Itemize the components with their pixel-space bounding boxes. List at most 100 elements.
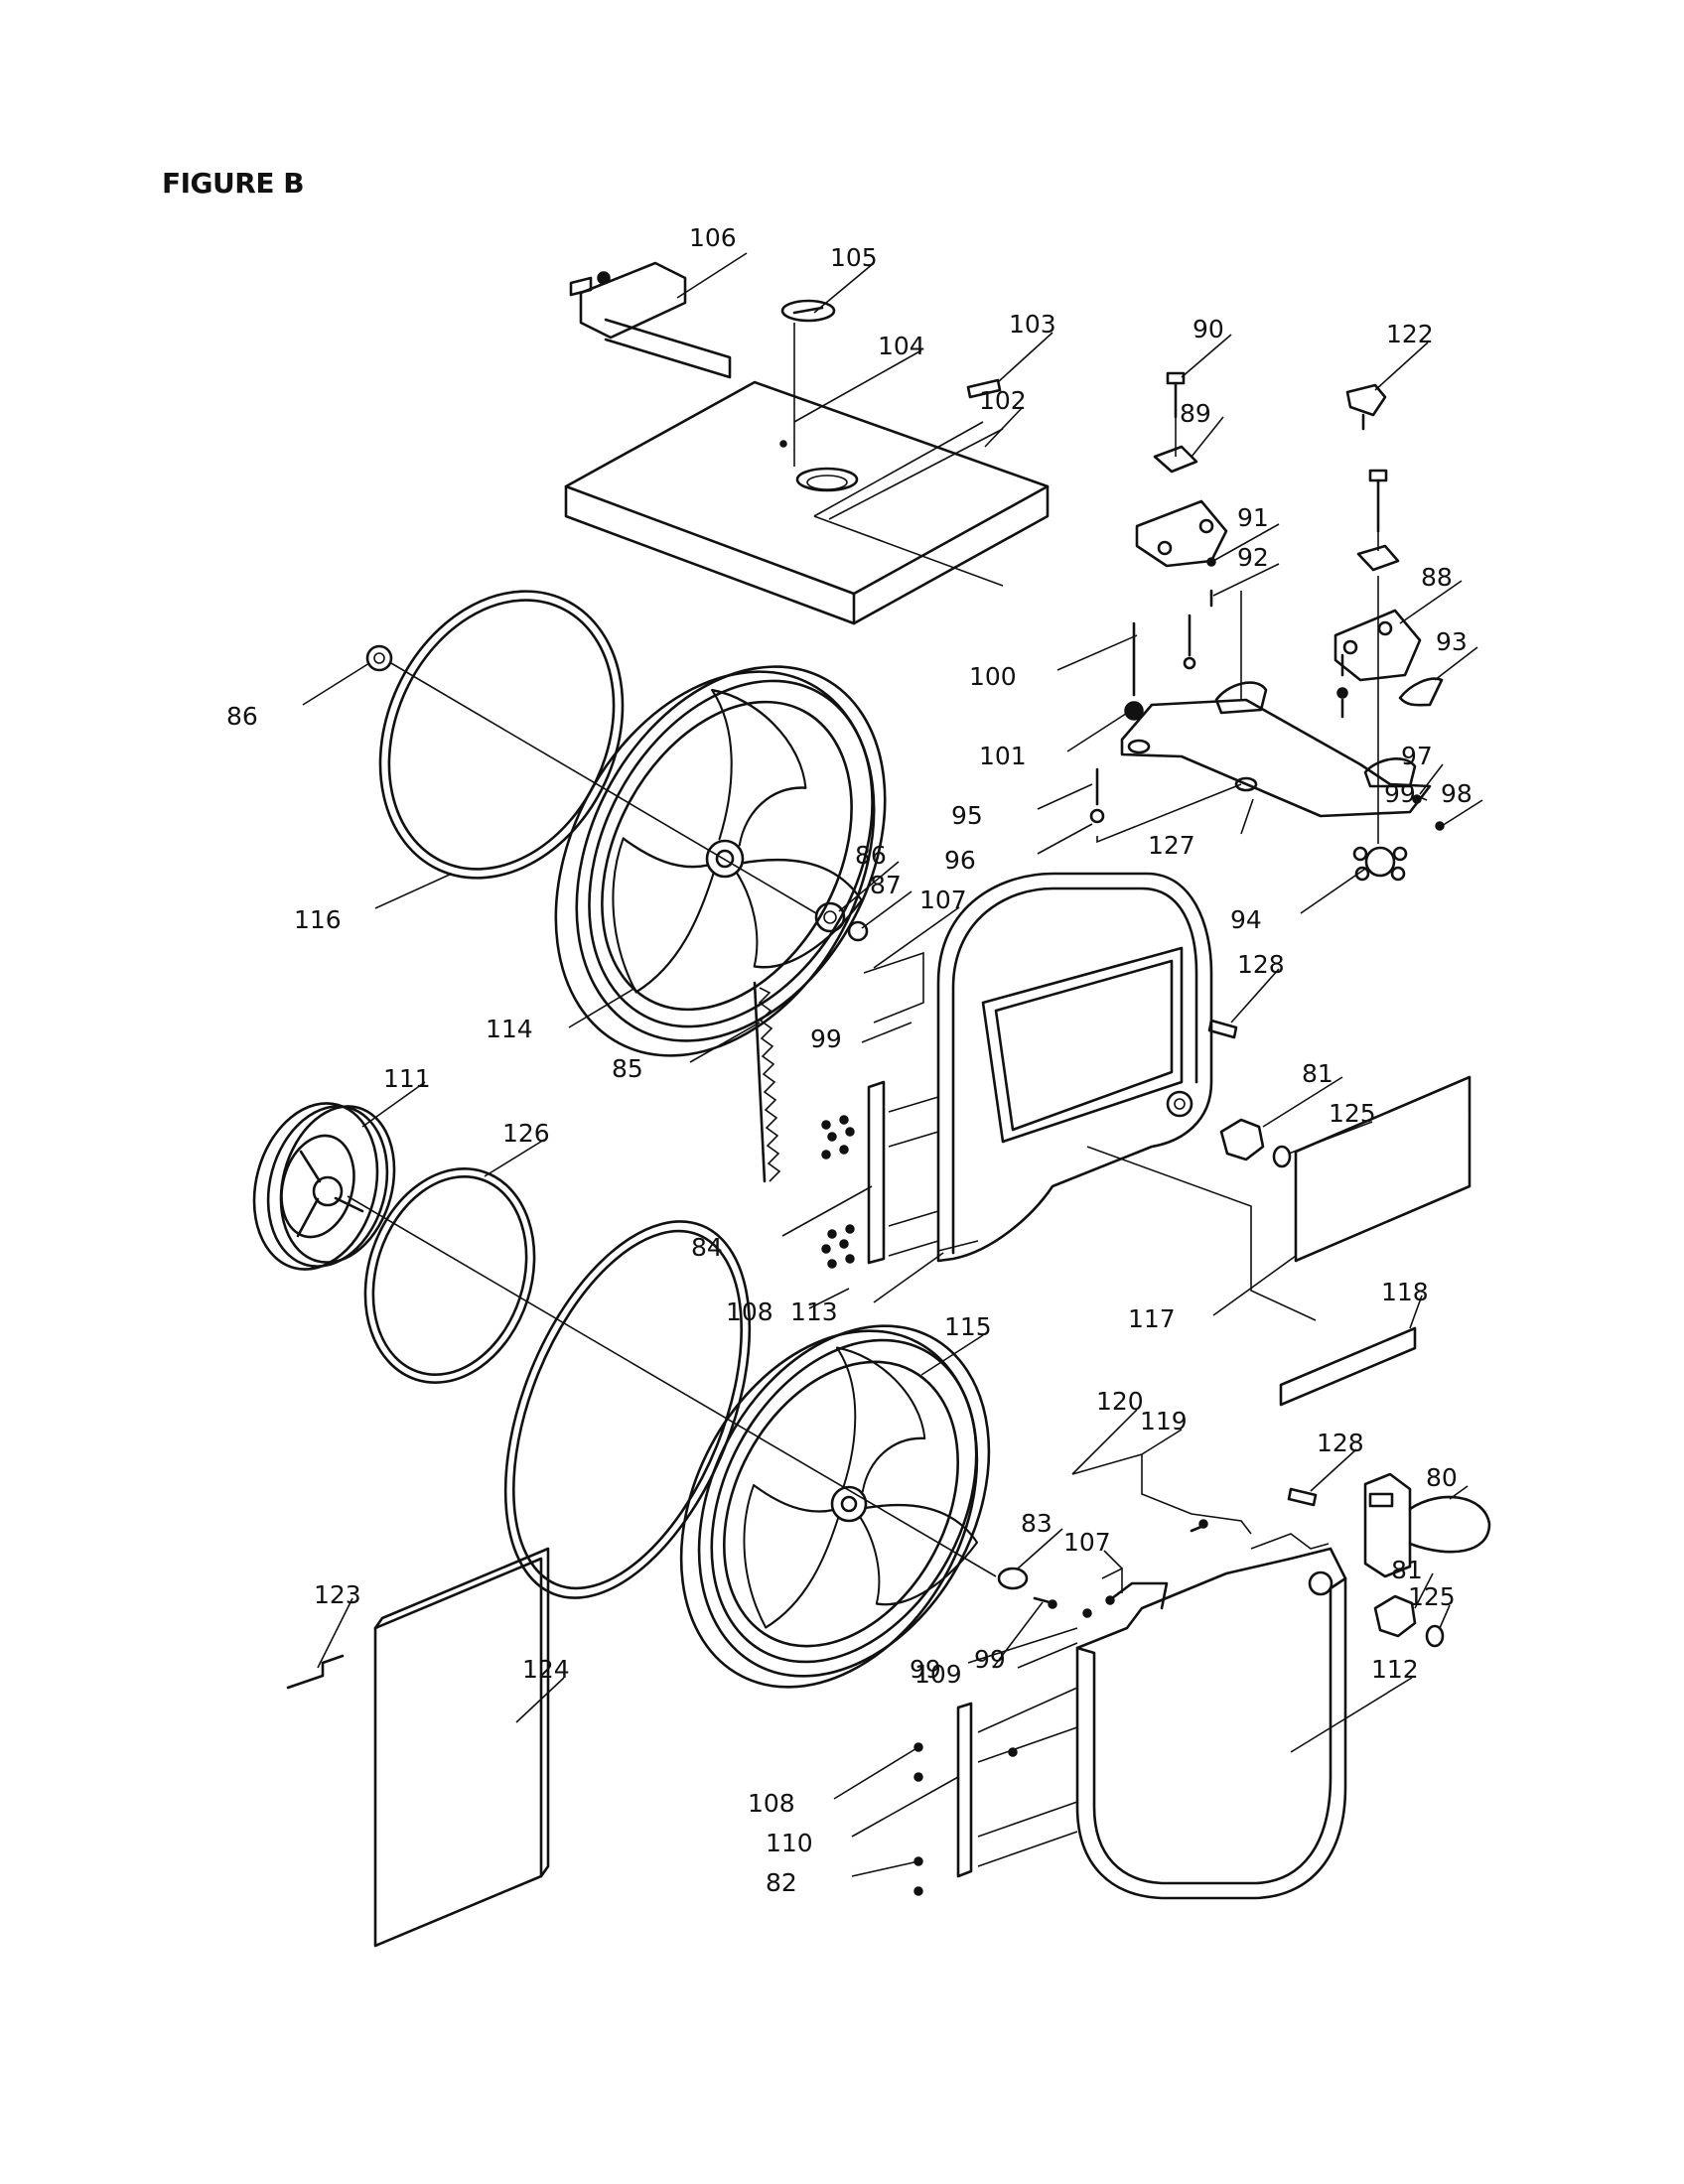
leader-line-95 xyxy=(1037,783,1093,810)
assembly-line-107b xyxy=(1101,1567,1123,1593)
leader-line-88 xyxy=(1399,580,1463,624)
leader-line-98 xyxy=(1441,799,1483,827)
callout-125: 125 xyxy=(1329,1099,1376,1128)
assembly-line-cover xyxy=(1086,1146,1317,1321)
leader-line-109 xyxy=(992,1601,1044,1669)
leader-line-100 xyxy=(1056,634,1138,671)
callout-92: 92 xyxy=(1237,543,1269,572)
label-part-118 xyxy=(1279,1326,1417,1407)
leader-line-126 xyxy=(484,1139,545,1177)
leader-line-94 xyxy=(1300,866,1369,914)
hinge-part-110 xyxy=(913,1687,1078,1896)
callout-115: 115 xyxy=(944,1312,992,1341)
upper-tire-part-116 xyxy=(378,590,625,880)
leader-line-80 xyxy=(1449,1485,1469,1500)
leader-line-99 xyxy=(967,1627,1078,1664)
callout-84: 84 xyxy=(691,1233,723,1262)
callout-91: 91 xyxy=(1237,503,1269,532)
axis-line-upper xyxy=(390,662,817,914)
side-panel-part-124 xyxy=(373,1547,550,1948)
leader-line-112 xyxy=(1290,1677,1413,1753)
leader-line-106 xyxy=(676,252,748,299)
rip-fence-part-106 xyxy=(569,261,732,379)
callout-112: 112 xyxy=(1371,1655,1419,1684)
screw-part-128b xyxy=(1287,1487,1318,1507)
leader-line-90 xyxy=(1181,334,1232,378)
leader-line-89 xyxy=(1191,416,1224,458)
callout-120: 120 xyxy=(1096,1387,1144,1416)
leader-line-81 xyxy=(1414,1572,1434,1609)
leader-line-86 xyxy=(838,861,900,912)
washer-part-125 xyxy=(1272,1145,1292,1168)
callout-81: 81 xyxy=(1391,1556,1423,1584)
callout-119: 119 xyxy=(1140,1407,1188,1435)
leader-line-105 xyxy=(813,262,875,314)
callout-98: 98 xyxy=(1441,779,1473,808)
leader-line-128 xyxy=(1230,968,1280,1024)
washer-part-83 xyxy=(997,1567,1029,1590)
leader-line-81 xyxy=(1262,1076,1343,1128)
leader-line-107 xyxy=(873,906,960,969)
callout-99: 99 xyxy=(810,1024,842,1053)
callout-101: 101 xyxy=(979,742,1027,770)
small-screws-lower xyxy=(1082,1519,1208,1618)
knob-part-81b xyxy=(1373,1594,1417,1638)
callout-99: 99 xyxy=(974,1645,1006,1674)
callout-100: 100 xyxy=(969,662,1017,691)
lower-wheel-part-115 xyxy=(679,1316,991,1689)
callout-87: 87 xyxy=(870,871,902,899)
bearing-part-86b xyxy=(814,901,846,933)
leader-line-120 xyxy=(1071,1409,1138,1475)
leader-line-99 xyxy=(1419,796,1428,801)
callout-107: 107 xyxy=(919,886,967,914)
callout-103: 103 xyxy=(1009,310,1056,339)
knob-part-94 xyxy=(1352,846,1408,882)
bracket-part-127 xyxy=(1120,681,1432,818)
knob-part-81 xyxy=(1219,1118,1265,1161)
callout-116: 116 xyxy=(294,905,342,934)
knob-part-122 xyxy=(1345,383,1387,431)
leader-line-96 xyxy=(1037,823,1093,855)
callout-113: 113 xyxy=(790,1297,838,1326)
leader-line-92 xyxy=(1212,563,1280,597)
bolt-part-90b xyxy=(1368,469,1388,533)
leader-line-86 xyxy=(302,662,370,706)
leader-line-82 xyxy=(851,1860,919,1877)
callout-94: 94 xyxy=(1230,905,1262,934)
callout-81: 81 xyxy=(1302,1059,1333,1088)
bolt-part-109 xyxy=(1033,1596,1057,1609)
callout-110: 110 xyxy=(766,1829,813,1857)
callout-90: 90 xyxy=(1193,315,1224,343)
figure-title: FIGURE B xyxy=(162,167,305,200)
callout-114: 114 xyxy=(486,1015,533,1043)
callout-99: 99 xyxy=(910,1655,941,1684)
leader-line-103 xyxy=(997,332,1053,383)
leader-line-93 xyxy=(1434,646,1478,681)
leader-line-127 xyxy=(1240,798,1254,835)
leader-line-115 xyxy=(920,1334,984,1376)
callout-102: 102 xyxy=(979,386,1027,415)
axis-line-lower xyxy=(347,1195,997,1577)
leader-line-125 xyxy=(1288,1121,1373,1155)
assembly-line-107 xyxy=(863,951,924,1024)
callout-108: 108 xyxy=(748,1789,795,1818)
trunnion-part-88 xyxy=(1333,544,1422,682)
callout-80: 80 xyxy=(1426,1463,1458,1492)
trunnion-part-89 xyxy=(1153,445,1198,474)
belt-part-126 xyxy=(363,1167,536,1384)
nut-part-87 xyxy=(847,920,869,942)
leader-line-108 xyxy=(808,1288,850,1309)
leader-line-91 xyxy=(1212,523,1280,562)
callout-95: 95 xyxy=(951,801,983,830)
leader-line-124 xyxy=(515,1677,565,1723)
leader-line-85 xyxy=(689,1022,761,1063)
leader-line-110 xyxy=(851,1776,959,1838)
motor-pulley-part-111 xyxy=(252,1102,396,1271)
callout-82: 82 xyxy=(766,1868,797,1897)
leader-line-108 xyxy=(833,1746,919,1800)
leader-line-97 xyxy=(1419,763,1444,795)
leader-line-104 xyxy=(793,349,922,423)
leader-line-84 xyxy=(781,1185,873,1237)
